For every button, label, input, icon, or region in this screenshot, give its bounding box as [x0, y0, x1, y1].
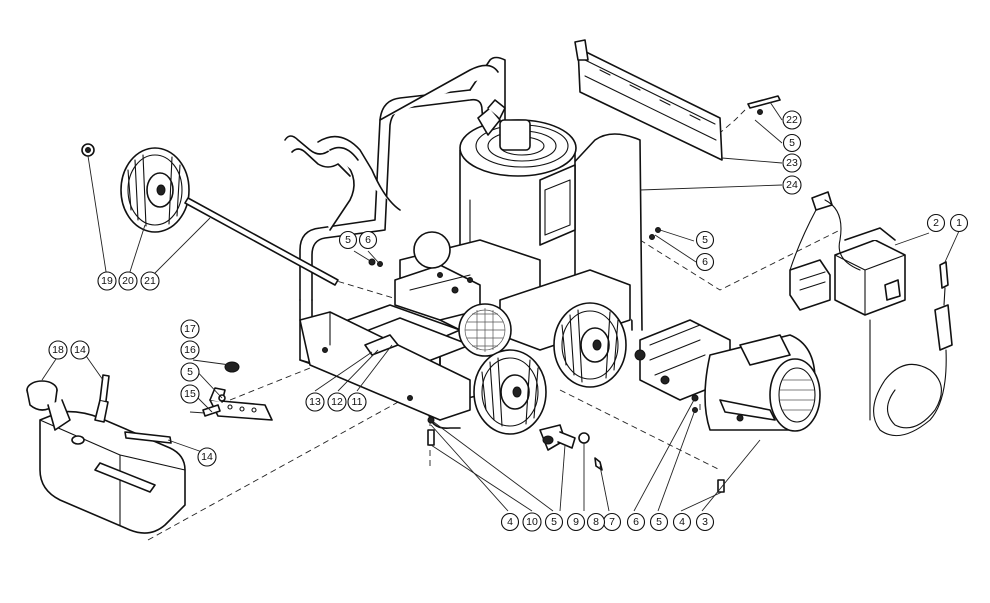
svg-text:18: 18: [52, 344, 64, 356]
svg-text:11: 11: [352, 396, 363, 408]
callout-10: 10: [522, 512, 542, 532]
callout-21: 21: [140, 271, 160, 291]
callout-2: 2: [926, 213, 946, 233]
svg-text:5: 5: [789, 137, 795, 149]
svg-text:23: 23: [786, 157, 798, 169]
callout-23: 23: [782, 153, 802, 173]
callout-17: 17: [180, 319, 200, 339]
control-rail: [574, 39, 781, 161]
svg-text:21: 21: [144, 275, 156, 287]
callout-4: 4: [672, 512, 692, 532]
callout-3: 3: [695, 512, 715, 532]
svg-text:5: 5: [656, 516, 662, 528]
callout-5d: 5: [338, 230, 358, 250]
callout-1: 1: [949, 213, 969, 233]
svg-text:9: 9: [573, 516, 579, 528]
svg-text:19: 19: [101, 275, 113, 287]
callout-7: 7: [602, 512, 622, 532]
svg-text:24: 24: [786, 179, 798, 191]
fuel-tank: [26, 374, 186, 534]
callout-14-bottom: 14: [197, 447, 217, 467]
callout-6: 6: [626, 512, 646, 532]
control-box: [789, 191, 953, 437]
callout-5e: 5: [695, 230, 715, 250]
leader-lines: [41, 101, 960, 512]
callout-15: 15: [180, 384, 200, 404]
callout-22: 22: [782, 110, 802, 130]
svg-text:14: 14: [74, 344, 86, 356]
svg-text:4: 4: [507, 516, 513, 528]
unloader-fittings: [427, 394, 725, 493]
callout-18: 18: [48, 340, 68, 360]
callout-4b: 4: [500, 512, 520, 532]
callout-5b: 5: [544, 512, 564, 532]
callout-9: 9: [566, 512, 586, 532]
svg-text:17: 17: [184, 323, 196, 335]
svg-text:22: 22: [786, 114, 798, 126]
svg-text:5: 5: [345, 234, 351, 246]
svg-text:6: 6: [702, 256, 708, 268]
callout-5c: 5: [180, 362, 200, 382]
mounting-bracket: [202, 361, 273, 421]
svg-text:15: 15: [184, 388, 196, 400]
frame-wheels: [473, 302, 627, 435]
callout-19: 19: [97, 271, 117, 291]
base-plate: [299, 311, 471, 421]
svg-text:1: 1: [956, 217, 962, 229]
callout-11: 11: [347, 392, 367, 412]
callout-12: 12: [327, 392, 347, 412]
pump-motor-assembly: [634, 319, 821, 432]
callout-5: 5: [649, 512, 669, 532]
svg-text:20: 20: [122, 275, 134, 287]
callout-8: 8: [586, 512, 606, 532]
svg-text:14: 14: [201, 451, 213, 463]
svg-text:16: 16: [184, 344, 196, 356]
svg-text:8: 8: [593, 516, 599, 528]
svg-text:5: 5: [702, 234, 708, 246]
callout-bubbles: 1 2 3 4 5 6 7 8 9 10 4 6 5 11 12 13 14 1…: [48, 110, 969, 532]
callout-16: 16: [180, 340, 200, 360]
loose-wheel-axle: [81, 143, 339, 286]
svg-text:5: 5: [187, 366, 193, 378]
callout-5f: 5: [782, 133, 802, 153]
svg-text:6: 6: [365, 234, 371, 246]
svg-text:7: 7: [609, 516, 615, 528]
svg-text:4: 4: [679, 516, 685, 528]
callout-13: 13: [305, 392, 325, 412]
svg-text:3: 3: [702, 516, 708, 528]
svg-text:13: 13: [309, 396, 321, 408]
svg-text:12: 12: [331, 396, 343, 408]
callout-20: 20: [118, 271, 138, 291]
callout-6c: 6: [358, 230, 378, 250]
callout-6d: 6: [695, 252, 715, 272]
svg-text:10: 10: [526, 516, 538, 528]
svg-text:5: 5: [551, 516, 557, 528]
callout-24: 24: [782, 175, 802, 195]
handle-bar: [284, 135, 401, 231]
svg-text:2: 2: [933, 217, 939, 229]
svg-text:6: 6: [633, 516, 639, 528]
callout-14-top: 14: [70, 340, 90, 360]
